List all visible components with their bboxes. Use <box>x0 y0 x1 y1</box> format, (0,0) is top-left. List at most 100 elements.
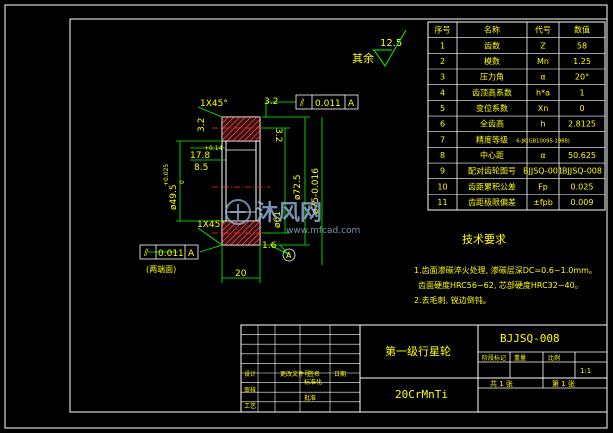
title-block: 第一级行星轮 BJJSQ-008 20CrMnTi 阶段标记 重量 比例 1:1… <box>240 324 608 413</box>
param-header-cell: 序号 <box>435 25 451 35</box>
tol-left-value: 0.011 <box>158 249 184 259</box>
dim-75: ø75-0.016 <box>311 168 321 214</box>
tol-top-symbol: ⫽ <box>299 98 305 109</box>
param-header-cell: 名称 <box>484 25 500 35</box>
dim-bore-tol-upper: +0.025 <box>163 164 170 186</box>
param-table-cell: 8 <box>440 151 445 160</box>
param-table-cell: 20° <box>575 73 589 82</box>
param-table-cell: 模数 <box>484 56 500 66</box>
param-table-cell: 4 <box>440 88 445 97</box>
dim-bore: ø49.5 <box>169 184 179 210</box>
rough-right: 3.2 <box>273 128 283 142</box>
param-table-cell: BJJSQ-001 <box>523 167 563 176</box>
rough-side-left: 3.2 <box>197 118 207 132</box>
param-table-cell: 齿距极限偏差 <box>468 197 516 207</box>
tb-label-scale: 比例 <box>548 354 560 362</box>
tb-label-sign: 签名 <box>308 370 320 378</box>
section-top-hatch <box>221 116 261 142</box>
param-table-cell: 配对齿轮图号 <box>468 166 516 176</box>
inner-border <box>69 18 608 413</box>
param-table-cell: h <box>540 120 545 129</box>
tb-label-stage: 阶段标记 <box>482 354 506 362</box>
dim-72-5: ø72.5 <box>293 174 303 200</box>
tol-left-symbol: ⫽ <box>143 248 149 259</box>
param-table-cell: Mn <box>537 57 549 66</box>
watermark-logo-icon <box>225 199 251 225</box>
param-table-cell: 齿距累积公差 <box>468 181 516 191</box>
param-table-cell: 1 <box>579 88 584 97</box>
param-table-cell: 11 <box>437 198 447 207</box>
param-table-cell: 1.25 <box>573 57 591 66</box>
param-table-cell: 58 <box>577 41 587 50</box>
param-table-cell: 3 <box>440 73 445 82</box>
tb-label-check: 审核 <box>244 386 256 394</box>
tolerance-frame-left: ⫽ 0.011 A (两端面) <box>139 244 199 274</box>
rough-top: 3.2 <box>264 97 278 107</box>
param-table-cell: 齿数 <box>484 40 500 50</box>
param-table-cell: 6-JK(GB10095-1988) <box>516 138 570 144</box>
tech-req-item-2: 齿面硬度HRC56~62, 芯部硬度HRC32~40。 <box>418 280 583 290</box>
param-table-cell: 50.625 <box>568 151 596 160</box>
roughness-rest-label: 其余 <box>352 51 374 65</box>
roughness-rest: 其余 12.5 <box>352 29 407 67</box>
param-table-cell: Xn <box>538 104 549 113</box>
watermark-main: 沐风网 <box>256 201 322 226</box>
tol-top-value: 0.011 <box>315 99 341 109</box>
dim-width: 20 <box>235 269 247 279</box>
param-table-cell: α <box>540 73 545 82</box>
param-table-cell: α <box>540 151 545 160</box>
dim-8-5: 8.5 <box>194 163 208 173</box>
tech-req-item-3: 2.去毛刺, 锐边倒钝。 <box>414 295 491 305</box>
param-table-cell: ±fpb <box>533 198 553 207</box>
param-table-cell: BJJSQ-008 <box>562 167 602 176</box>
dim-bore-tol-lower: 0 <box>179 180 186 184</box>
param-table-cell: 10 <box>437 182 447 191</box>
param-table-cell: 0.009 <box>571 198 594 207</box>
tb-label-weight: 重量 <box>514 354 526 362</box>
param-table-cell: 7 <box>440 135 445 144</box>
param-table-cell: 2 <box>440 57 445 66</box>
param-table-cell: 0.025 <box>571 182 594 191</box>
dimension-lines <box>148 101 323 283</box>
param-table-cell: 中心距 <box>480 150 504 160</box>
param-table-cell: 0 <box>579 104 584 113</box>
tb-sheet-total: 共 1 张 <box>490 379 513 388</box>
tech-req-title: 技术要求 <box>462 233 506 246</box>
param-table-cell: 全齿高 <box>480 119 504 129</box>
tb-label-process: 工艺 <box>244 402 256 410</box>
tb-part-name: 第一级行星轮 <box>385 344 451 358</box>
tb-label-date: 日期 <box>334 370 346 378</box>
tech-req-item-1: 1.齿面渗碳淬火处理, 渗碳层深DC=0.6~1.0mm。 <box>414 265 597 275</box>
param-header-cell: 数值 <box>574 25 590 35</box>
param-table-cell: 变位系数 <box>476 103 508 113</box>
roughness-rest-value: 12.5 <box>380 38 402 49</box>
param-table-cell: Z <box>540 41 546 50</box>
dim-17-8: 17.8 <box>190 151 210 161</box>
chamfer-top: 1X45° <box>200 99 228 109</box>
tb-label-approve: 批准 <box>304 394 316 402</box>
param-table-cell: 1 <box>440 41 445 50</box>
watermark-url: www.mfcad.com <box>286 226 360 236</box>
chamfer-bottom: 1X45° <box>197 220 225 230</box>
dimension-texts: 1X45° 1X45° 3.2 3.2 3.2 1.6 17.8 +0.14 8… <box>163 97 321 279</box>
tb-label-change: 更改文件号 <box>280 370 310 378</box>
param-table-cell: 9 <box>440 167 445 176</box>
tol-top-datum: A <box>348 99 355 109</box>
param-table-cell: 压力角 <box>480 72 504 82</box>
tol-left-datum: A <box>188 249 195 259</box>
tb-drawing-no: BJJSQ-008 <box>500 332 560 345</box>
param-table-cell: 6 <box>440 120 445 129</box>
dim-61: ø61 <box>273 211 283 228</box>
param-table-cell: 2.8125 <box>568 120 596 129</box>
roughness-rest-symbol <box>373 29 407 67</box>
tolerance-frame-top: ⫽ 0.011 A <box>290 94 359 110</box>
rough-bottom: 1.6 <box>262 241 277 251</box>
param-table-cell: 齿顶高系数 <box>472 87 512 97</box>
param-table-cell: 5 <box>440 104 445 113</box>
tol-left-note: (两端面) <box>146 264 176 274</box>
tech-requirements: 技术要求 1.齿面渗碳淬火处理, 渗碳层深DC=0.6~1.0mm。 齿面硬度H… <box>414 233 597 305</box>
param-header-cell: 代号 <box>535 25 551 35</box>
dim-17-8-tol: +0.14 <box>204 145 223 152</box>
